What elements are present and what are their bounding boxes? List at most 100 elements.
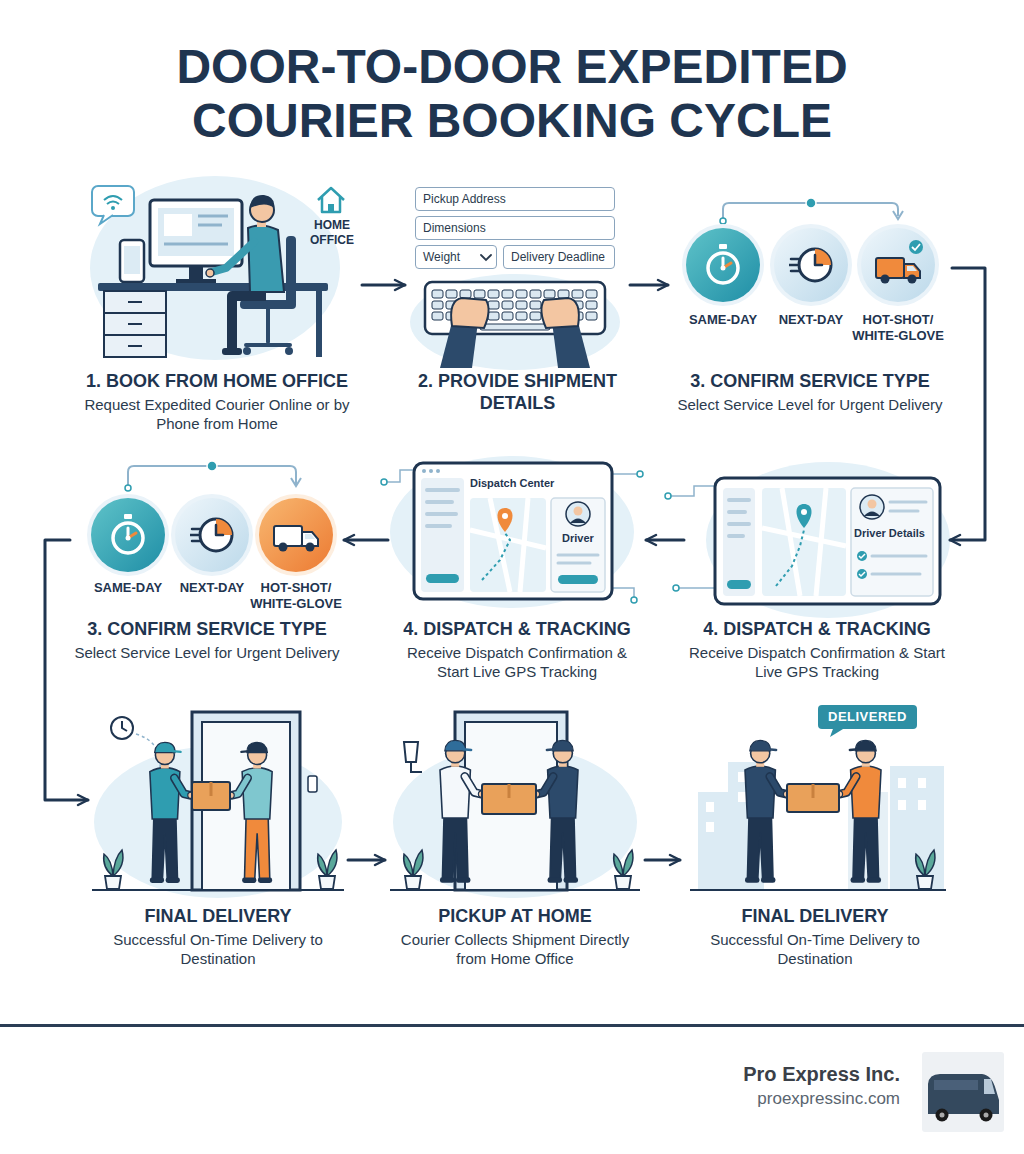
delivery-scene-illustration — [92, 889, 344, 891]
dispatch-screen-illustration — [890, 502, 926, 511]
service-options-illustration — [770, 224, 852, 306]
dispatch-screen-illustration — [574, 507, 583, 516]
dispatch-screen-illustration — [570, 519, 586, 524]
service-options-illustration — [708, 244, 738, 283]
flow-arrow — [950, 268, 985, 540]
dispatch-screen-illustration — [637, 471, 643, 477]
delivery-scene-illustration — [308, 776, 317, 792]
dispatch-screen-illustration — [727, 580, 751, 589]
home-office-illustration — [232, 296, 266, 350]
dispatch-screen-illustration — [414, 463, 612, 599]
home-office-illustration — [104, 291, 166, 357]
home-office-illustration — [104, 302, 166, 346]
home-office-illustration — [164, 214, 192, 236]
footer-artwork — [928, 1074, 999, 1114]
home-office-illustration — [158, 208, 234, 256]
pickup-scene-illustration — [614, 850, 633, 889]
service-options-illustration — [291, 478, 301, 486]
step-panel: 2. PROVIDE SHIPMENT DETAILS Pickup Addres… — [405, 172, 630, 418]
delivery-scene-illustration — [210, 782, 213, 796]
company-url: proexpressinc.com — [560, 1089, 900, 1109]
dispatch-screen-illustration — [470, 498, 546, 592]
step-description: Select Service Level for Urgent Delivery — [672, 395, 948, 414]
keyboard-illustration — [480, 324, 550, 330]
home-office-illustration — [92, 186, 134, 216]
home-office-illustration — [316, 291, 322, 357]
dispatch-screen-illustration — [665, 462, 950, 618]
pickup-scene-illustration — [482, 784, 536, 814]
service-label: NEXT-DAY — [773, 312, 849, 328]
service-options-illustration — [876, 258, 920, 284]
pickup-scene-illustration — [465, 722, 557, 890]
service-options-illustration — [255, 494, 337, 576]
dispatch-screen-illustration — [676, 587, 715, 589]
pickup-scene-illustration — [533, 740, 578, 882]
home-office-illustration — [222, 348, 242, 355]
screen-label: Driver — [553, 532, 603, 545]
form-field: Pickup Address — [415, 187, 615, 211]
service-options-illustration — [113, 514, 143, 553]
delivery-scene-illustration — [92, 712, 344, 898]
delivery-scene-illustration — [836, 740, 881, 882]
dispatch-screen-illustration — [429, 469, 433, 473]
home-office-illustration — [176, 279, 216, 283]
dispatch-screen-illustration — [421, 478, 464, 592]
dispatch-screen-illustration — [384, 470, 414, 482]
dispatch-screen-illustration — [872, 556, 926, 574]
step-heading: FINAL DELIVERY — [684, 905, 946, 927]
dispatch-screen-illustration — [706, 462, 950, 618]
service-options-illustration — [806, 198, 816, 208]
service-options-illustration — [686, 228, 760, 302]
home-office-illustration — [104, 196, 122, 204]
service-options-illustration — [91, 498, 165, 572]
step-description: Successful On-Time Delivery to Destinati… — [684, 930, 946, 968]
home-office-illustration — [243, 347, 251, 355]
home-office-illustration — [164, 216, 228, 244]
dispatch-screen-illustration — [502, 513, 508, 519]
dispatch-screen-illustration — [436, 469, 440, 473]
delivery-scene-illustration — [318, 850, 337, 889]
service-options-illustration — [912, 244, 920, 250]
field-label: Delivery Deadline — [511, 249, 607, 265]
connector-group — [45, 268, 985, 860]
service-options-illustration — [909, 240, 923, 254]
home-office-illustration — [124, 246, 140, 274]
footer-artwork — [980, 1109, 993, 1122]
delivery-scene-illustration — [690, 726, 946, 890]
delivery-scene-illustration — [122, 721, 127, 731]
step-heading: 2. PROVIDE SHIPMENT DETAILS — [409, 370, 626, 414]
dispatch-screen-illustration — [390, 456, 634, 608]
dispatch-screen-illustration — [612, 473, 640, 475]
service-options-illustration — [175, 498, 249, 572]
service-label: HOT-SHOT/ WHITE-GLOVE — [848, 312, 948, 344]
step-heading: 4. DISPATCH & TRACKING — [392, 618, 642, 640]
dispatch-screen-illustration — [801, 509, 807, 515]
dispatch-screen-illustration — [558, 575, 598, 584]
screen-label: Driver Details — [854, 527, 934, 540]
dispatch-screen-illustration — [426, 574, 459, 583]
dispatch-screen-illustration — [551, 498, 605, 592]
service-options-illustration — [274, 526, 318, 552]
flow-arrow — [348, 859, 385, 862]
home-office-illustration — [248, 225, 284, 292]
footer-artwork — [940, 1113, 945, 1118]
dispatch-screen-illustration — [729, 500, 749, 536]
service-options-illustration — [893, 211, 903, 219]
delivery-scene-illustration — [104, 850, 123, 889]
dispatch-screen-illustration — [427, 490, 458, 526]
keyboard-illustration — [440, 322, 478, 368]
step-panel: PICKUP AT HOMECourier Collects Shipment … — [385, 700, 645, 972]
footer-artwork — [0, 1024, 1024, 1027]
dispatch-screen-illustration — [762, 488, 846, 596]
dispatch-screen-illustration — [631, 597, 637, 603]
dispatch-screen-illustration — [381, 479, 387, 485]
dispatch-screen-illustration — [558, 555, 598, 563]
step-panel: 3. CONFIRM SERVICE TYPESelect Service Le… — [70, 458, 344, 666]
home-office-illustration — [100, 215, 113, 224]
service-options-illustration — [171, 494, 253, 576]
dispatch-screen-illustration — [715, 478, 940, 604]
flow-arrow — [646, 539, 684, 542]
home-office-illustration — [328, 204, 334, 212]
dispatch-screen-illustration — [470, 498, 546, 592]
step-description: Receive Dispatch Confirmation & Start Li… — [392, 643, 642, 681]
